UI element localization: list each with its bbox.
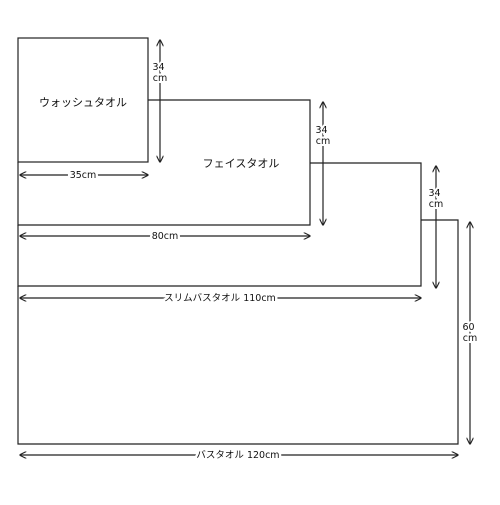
- face-height-label: 34 cm: [315, 125, 330, 147]
- wash-towel-name: ウォッシュタオル: [39, 96, 127, 109]
- bath-width-label: バスタオル 120cm: [196, 450, 279, 461]
- wash-width-label: 35cm: [70, 170, 97, 181]
- face-towel-name: フェイスタオル: [203, 157, 280, 170]
- bath-height-label: 60 cm: [462, 322, 477, 344]
- wash-height-label: 34 cm: [152, 62, 167, 84]
- slim-width-label: スリムバスタオル 110cm: [164, 293, 276, 304]
- face-towel-outline: [17, 99, 311, 226]
- slim-height-label: 34 cm: [428, 188, 443, 210]
- slim-bath-towel-outline: [17, 162, 422, 287]
- face-width-label: 80cm: [152, 231, 179, 242]
- bath-towel-outline: [17, 219, 459, 445]
